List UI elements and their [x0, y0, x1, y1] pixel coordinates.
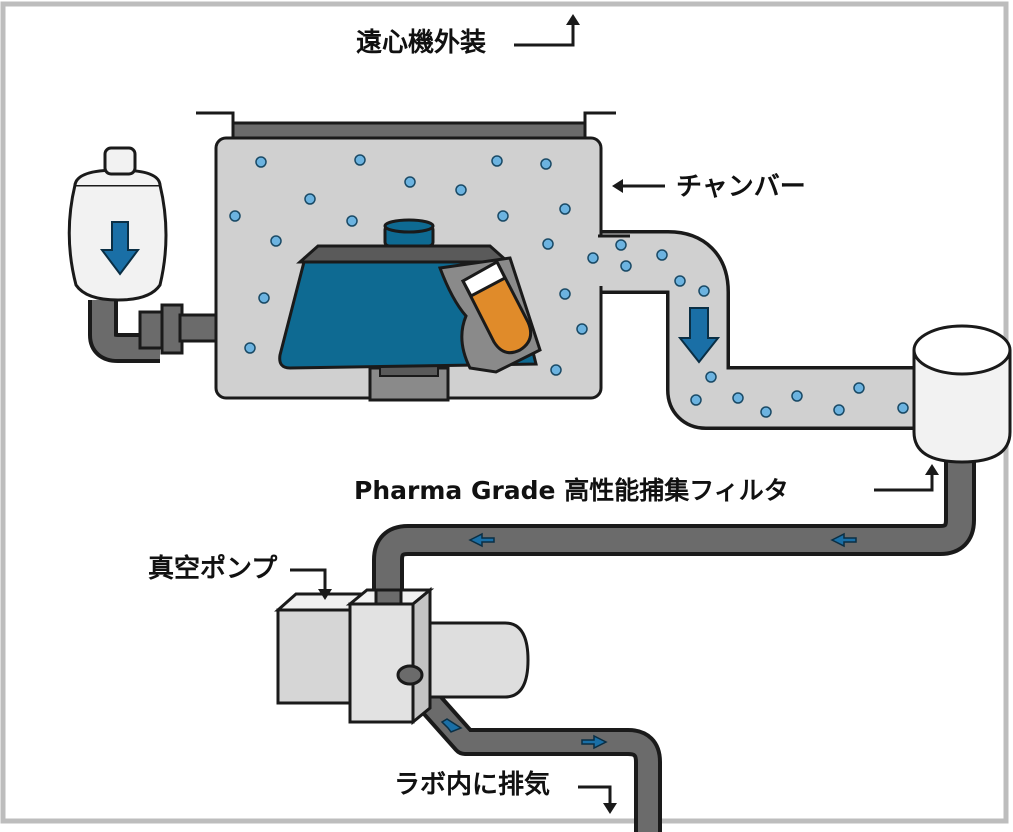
chamber-label: チャンバー	[676, 172, 806, 202]
vacuum-pump	[274, 586, 530, 726]
exhaust-arrow-icon	[581, 734, 608, 750]
leader-lines	[290, 22, 934, 806]
filter-label: Pharma Grade 高性能捕集フィルタ	[354, 476, 789, 505]
particles	[229, 154, 909, 418]
hose-arrow-left-icon	[830, 532, 857, 548]
outer-casing-label: 遠心機外装	[356, 28, 487, 58]
exhaust-hose	[397, 668, 662, 832]
cold-trap	[67, 146, 218, 363]
leader-arrowheads	[318, 14, 939, 814]
hose-arrow-left-icon	[468, 532, 495, 548]
exhaust-arrow-icon	[440, 718, 463, 733]
exhaust-label: ラボ内に排気	[394, 770, 551, 800]
sample-tube	[460, 259, 533, 355]
down-arrow-icon	[677, 307, 721, 364]
filter-to-pump-hose	[372, 455, 976, 605]
rotor	[278, 218, 542, 402]
down-arrow-icon	[100, 221, 140, 276]
pharma-grade-filter	[912, 324, 1012, 464]
vacuum-pump-label: 真空ポンプ	[148, 554, 278, 584]
